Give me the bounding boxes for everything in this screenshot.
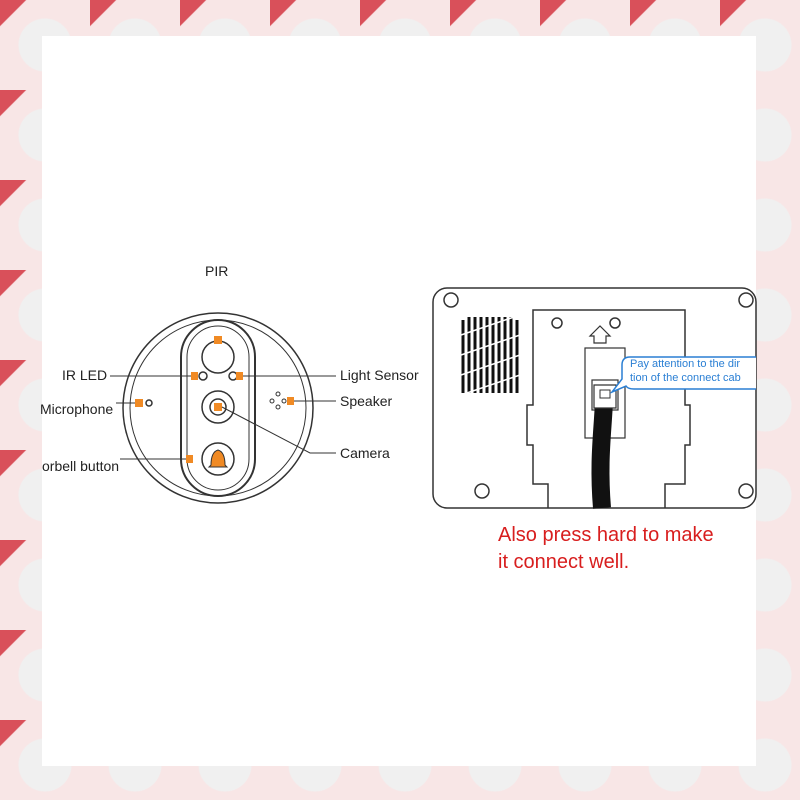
doorbell-face-outer [180,319,256,497]
light-sensor-dot [228,371,238,381]
doorbell-button-label: orbell button [42,458,120,474]
screw-hole-top-right [738,292,754,308]
bell-icon [207,449,229,468]
cable-plug-pin [599,389,611,399]
install-note-line-1: Also press hard to make [498,524,714,546]
feature-markers [135,336,294,463]
pir-label: PIR [205,263,229,279]
leader-lines [110,375,336,460]
vent-grille-diagonals [460,314,521,396]
light-sensor-label: Light Sensor [340,367,419,383]
white-panel [42,36,756,766]
ir-led-dot [198,371,208,381]
up-arrow [588,325,612,344]
doorbell-marker [186,455,193,463]
ir-led-marker [191,372,198,380]
ir-led-label: IR LED [62,367,108,383]
microphone-label: Microphone [40,401,114,417]
cable [591,399,613,509]
doorbell-outer-ring [122,312,314,504]
callout-text: Pay attention to the dir tion of the con… [626,357,756,389]
speaker-holes [269,391,287,410]
front-doorbell-diagram [122,312,314,504]
pir-lens [201,340,235,374]
install-note: Also press hard to make it connect well. [498,522,714,576]
camera-leader [221,406,336,454]
callout-line-1: Pay attention to the dir [630,358,741,370]
camera-lens-outer [201,390,235,424]
doorbell-button-ring [201,442,235,476]
back-plate-outline [526,309,691,508]
microphone-hole [145,399,153,407]
microphone-marker [135,399,143,407]
speaker-label: Speaker [340,393,393,409]
plate-hole-left [551,317,563,329]
camera-marker [214,403,222,411]
light-sensor-marker [236,372,243,380]
install-note-line-2: it connect well. [498,551,630,573]
callout-bubble [609,356,756,394]
camera-lens-inner [209,398,227,416]
vent-grille [461,317,519,393]
screw-hole-top-left [443,292,459,308]
speaker-marker [287,397,294,405]
screw-hole-bottom-left [474,483,490,499]
camera-label: Camera [340,445,390,461]
pir-marker [214,336,222,344]
screw-hole-bottom-right [738,483,754,499]
doorbell-face-inner [186,325,250,491]
callout-line-2: tion of the connect cab [630,372,741,384]
plate-hole-right [609,317,621,329]
